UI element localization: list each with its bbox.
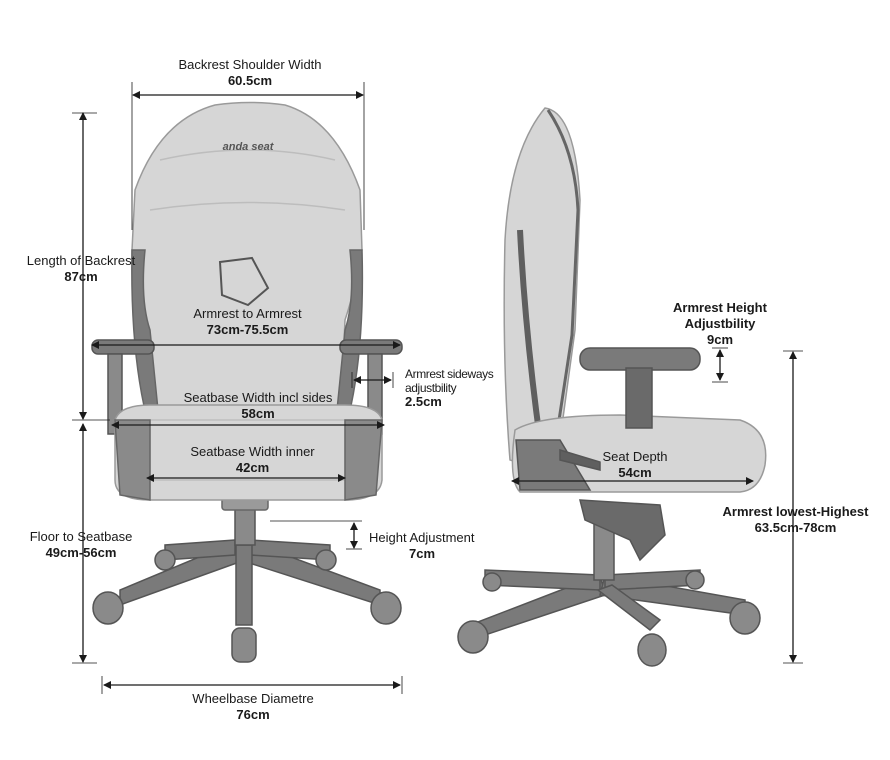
label-text: Floor to Seatbase <box>29 529 133 544</box>
label-text-line1: Armrest sideways <box>405 367 494 381</box>
front-gas-cylinder <box>234 504 256 546</box>
label-seatbase-width-incl-sides: Seatbase Width incl sides 58cm <box>158 390 358 422</box>
backrest-logo-text: anda seat <box>223 141 275 153</box>
backrest-emblem <box>218 256 270 307</box>
label-wheelbase-diametre: Wheelbase Diametre 76cm <box>168 691 338 723</box>
label-backrest-shoulder-width: Backrest Shoulder Width 60.5cm <box>150 57 350 89</box>
label-armrest-to-armrest: Armrest to Armrest 73cm-75.5cm <box>160 306 335 338</box>
label-armrest-sideways: Armrest sideways adjustbility 2.5cm <box>405 367 515 409</box>
label-text: Armrest to Armrest <box>193 306 302 321</box>
front-chair-wheels <box>92 549 402 663</box>
label-text: Backrest Shoulder Width <box>178 57 322 72</box>
label-value: 60.5cm <box>227 73 273 88</box>
label-text: Seatbase Width incl sides <box>183 390 333 405</box>
label-value: 9cm <box>706 332 734 347</box>
side-chair <box>457 107 767 667</box>
label-value: 54cm <box>618 465 652 480</box>
label-value: 49cm-56cm <box>45 545 117 560</box>
label-floor-to-seatbase: Floor to Seatbase 49cm-56cm <box>16 529 146 561</box>
label-text: Length of Backrest <box>26 253 136 268</box>
label-armrest-lowest-highest: Armrest lowest-Highest 63.5cm-78cm <box>708 504 883 536</box>
label-text-line1: Armrest Height <box>673 300 767 315</box>
label-value: 7cm <box>409 546 436 561</box>
label-value: 76cm <box>236 707 270 722</box>
label-text: Height Adjustment <box>369 530 475 545</box>
front-chair: anda seat <box>91 101 403 663</box>
label-height-adjustment: Height Adjustment 7cm <box>369 530 499 562</box>
label-text-line2: adjustbility <box>405 381 457 395</box>
front-chair-base <box>119 538 381 626</box>
label-length-of-backrest: Length of Backrest 87cm <box>16 253 146 285</box>
label-value: 58cm <box>241 406 275 421</box>
label-text: Armrest lowest-Highest <box>722 504 869 519</box>
side-chair-base <box>469 569 746 642</box>
label-value: 73cm-75.5cm <box>206 322 289 337</box>
label-armrest-height-adjustbility: Armrest Height Adjustbility 9cm <box>660 300 780 348</box>
label-text: Seat Depth <box>602 449 668 464</box>
label-value: 42cm <box>235 460 270 475</box>
side-backrest <box>503 107 581 471</box>
label-seatbase-width-inner: Seatbase Width inner 42cm <box>165 444 340 476</box>
label-text: Seatbase Width inner <box>190 444 315 459</box>
dimension-lines <box>72 82 803 694</box>
side-chair-wheels <box>457 570 761 667</box>
label-text-line2: Adjustbility <box>684 316 756 331</box>
label-seat-depth: Seat Depth 54cm <box>580 449 690 481</box>
label-value: 2.5cm <box>405 394 442 409</box>
label-value: 63.5cm-78cm <box>754 520 837 535</box>
label-value: 87cm <box>64 269 98 284</box>
label-text: Wheelbase Diametre <box>192 691 314 706</box>
